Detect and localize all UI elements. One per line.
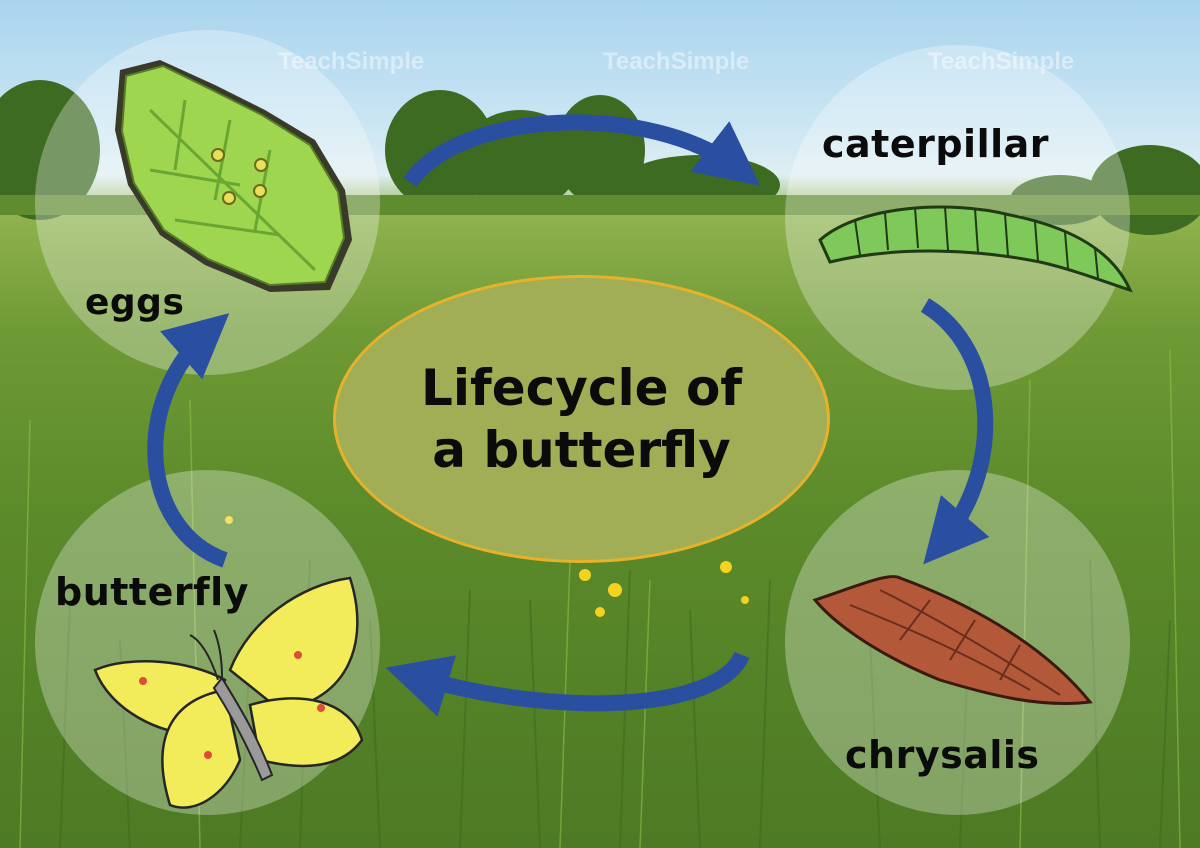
stage-label-butterfly: butterfly bbox=[55, 570, 249, 614]
butterfly-icon bbox=[93, 576, 364, 809]
arrow-eggs-to-caterpillar bbox=[403, 114, 761, 187]
chrysalis-icon bbox=[812, 575, 1093, 705]
stage-label-chrysalis: chrysalis bbox=[845, 733, 1040, 777]
arrow-butterfly-to-eggs bbox=[147, 313, 230, 568]
stage-label-caterpillar: caterpillar bbox=[822, 122, 1050, 166]
arrow-chrysalis-to-butterfly bbox=[385, 651, 750, 717]
watermark-text: TeachSimple bbox=[278, 48, 425, 75]
cycle-arrows bbox=[147, 114, 994, 717]
title-line-1: Lifecycle of bbox=[420, 359, 743, 417]
watermark-text: TeachSimple bbox=[928, 48, 1075, 75]
title-line-2: a butterfly bbox=[432, 421, 731, 479]
stage-label-eggs: eggs bbox=[85, 282, 185, 323]
arrow-caterpillar-to-chrysalis bbox=[920, 298, 994, 565]
watermark-text: TeachSimple bbox=[603, 48, 750, 75]
caterpillar-icon bbox=[818, 205, 1133, 293]
leaf-with-eggs-icon bbox=[115, 60, 352, 292]
title-ellipse: Lifecycle of a butterfly bbox=[333, 275, 830, 563]
